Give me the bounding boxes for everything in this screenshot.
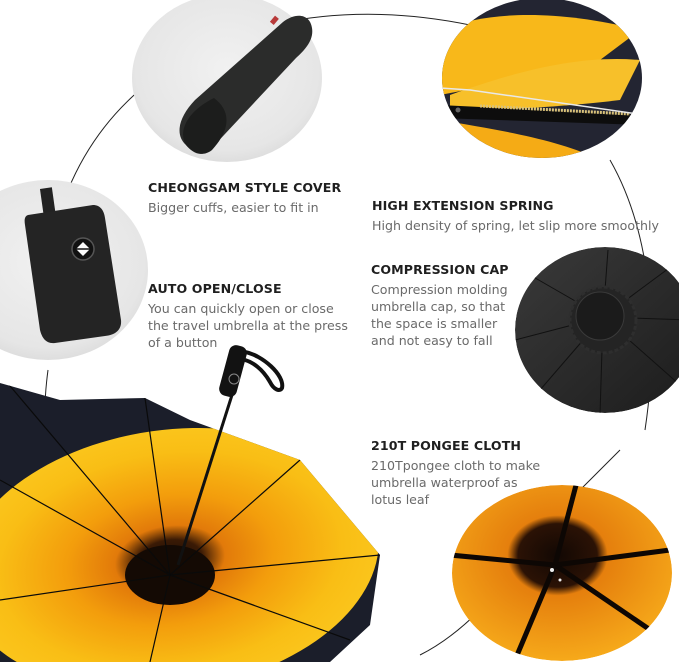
pongee-photo <box>452 485 672 661</box>
feature-high-extension-spring: HIGH EXTENSION SPRING High density of sp… <box>372 198 659 234</box>
feature-210t-pongee-cloth: 210T PONGEE CLOTH 210Tpongee cloth to ma… <box>371 438 540 508</box>
feature-description: Bigger cuffs, easier to fit in <box>148 199 341 216</box>
feature-title: 210T PONGEE CLOTH <box>371 438 522 453</box>
desc-line: lotus leaf <box>371 492 430 507</box>
feature-cheongsam-cover: CHEONGSAM STYLE COVER Bigger cuffs, easi… <box>148 180 341 216</box>
desc-line: Compression molding <box>371 282 508 297</box>
feature-description: Compression molding umbrella cap, so tha… <box>371 281 509 349</box>
desc-line: the space is smaller <box>371 316 498 331</box>
desc-line: High density of spring, let slip more sm… <box>372 218 659 233</box>
feature-title: HIGH EXTENSION SPRING <box>372 198 554 213</box>
feature-auto-open-close: AUTO OPEN/CLOSE You can quickly open or … <box>148 281 348 351</box>
handle-photo <box>0 180 148 360</box>
cover-photo <box>132 0 322 162</box>
feature-compression-cap: COMPRESSION CAP Compression molding umbr… <box>371 262 509 349</box>
desc-line: 210Tpongee cloth to make <box>371 458 541 473</box>
feature-description: You can quickly open or close the travel… <box>148 300 348 351</box>
desc-line: Bigger cuffs, easier to fit in <box>148 200 319 215</box>
umbrella-photo <box>0 345 380 662</box>
feature-description: 210Tpongee cloth to make umbrella waterp… <box>371 457 540 508</box>
desc-line: and not easy to fall <box>371 333 493 348</box>
desc-line: umbrella waterproof as <box>371 475 518 490</box>
feature-title: COMPRESSION CAP <box>371 262 509 277</box>
desc-line: umbrella cap, so that <box>371 299 506 314</box>
desc-line: the travel umbrella at the press <box>148 318 348 333</box>
desc-line: of a button <box>148 335 218 350</box>
spring-photo <box>442 0 642 158</box>
desc-line: You can quickly open or close <box>148 301 334 316</box>
feature-description: High density of spring, let slip more sm… <box>372 217 659 234</box>
feature-title: CHEONGSAM STYLE COVER <box>148 180 342 195</box>
feature-title: AUTO OPEN/CLOSE <box>148 281 282 296</box>
cap-photo <box>515 247 679 413</box>
